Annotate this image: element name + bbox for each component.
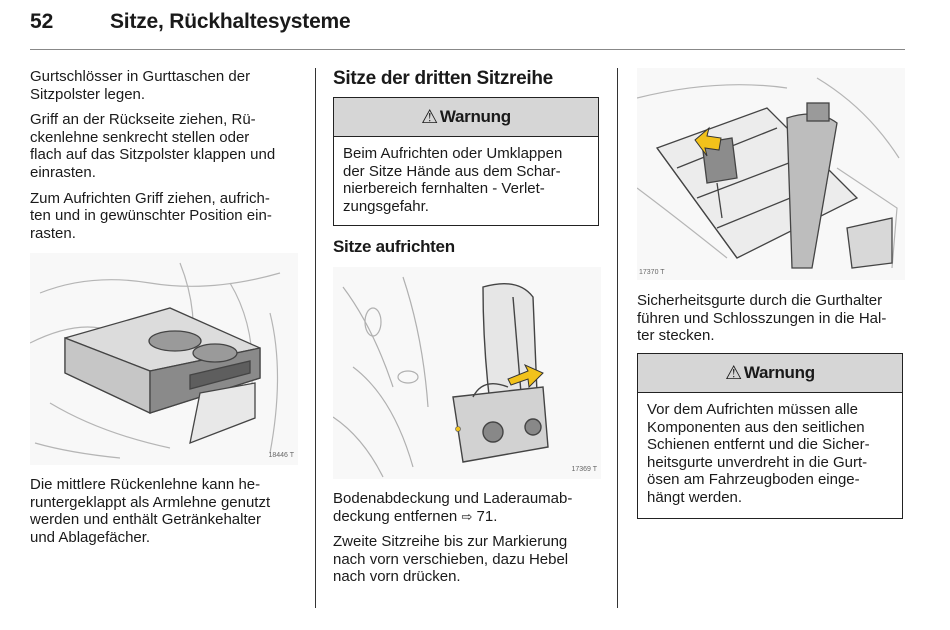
header-rule — [30, 49, 905, 50]
seat-lever-illustration: 17369 T — [333, 267, 601, 479]
warning-text: Beim Aufrichten oder Umklappen der Sitze… — [343, 145, 563, 215]
column-divider-2 — [617, 68, 618, 608]
figure-code: 18446 T — [268, 452, 294, 459]
seat-lever-drawing — [333, 276, 549, 478]
paragraph: Griff an der Rückseite ziehen, Rü- ckenl… — [30, 111, 276, 181]
yellow-arrow-icon — [507, 363, 544, 389]
paragraph: Zum Aufrichten Griff ziehen, aufrich- te… — [30, 189, 272, 242]
column-3-text: Sicherheitsgurte durch die Gurthalter fü… — [637, 292, 912, 353]
page-title: Sitze, Rückhaltesysteme — [110, 10, 351, 33]
paragraph: Bodenabdeckung und Laderaumab- deckung e… — [333, 490, 573, 525]
paragraph: Die mittlere Rückenlehne kann he- runter… — [30, 476, 271, 546]
cross-reference-arrow-icon: ⇨ — [461, 508, 473, 524]
page-reference[interactable]: 71. — [472, 507, 498, 525]
paragraph: Sicherheitsgurte durch die Gurthalter fü… — [637, 292, 887, 345]
warning-text: Vor dem Aufrichten müssen alle Komponent… — [647, 401, 870, 506]
yellow-arrow-icon — [694, 126, 722, 157]
warning-triangle-icon: ⚠ — [421, 106, 438, 128]
armrest-illustration: 18446 T — [30, 253, 298, 465]
column-1-top: Gurtschlösser in Gurttaschen der Sitzpol… — [30, 68, 305, 250]
figure-code: 17369 T — [571, 466, 597, 473]
section-heading: Sitze der dritten Sitzreihe — [333, 68, 553, 89]
warning-triangle-icon: ⚠ — [725, 362, 742, 384]
column-2-bottom: Bodenabdeckung und Laderaumab- deckung e… — [333, 490, 608, 594]
armrest-drawing — [30, 262, 281, 459]
figure-code: 17370 T — [639, 269, 665, 276]
page-header: 52 Sitze, Rückhaltesysteme — [30, 8, 905, 44]
warning-header: ⚠ Warnung — [638, 354, 902, 393]
warning-title: Warnung — [743, 363, 815, 382]
column-1-bottom: Die mittlere Rückenlehne kann he- runter… — [30, 476, 305, 554]
seatbelt-illustration: 17370 T — [637, 68, 905, 280]
warning-box: ⚠ Warnung Beim Aufrichten oder Umklappen… — [333, 97, 599, 226]
column-divider-1 — [315, 68, 316, 608]
seatbelt-drawing — [637, 77, 900, 269]
warning-title: Warnung — [439, 107, 511, 126]
paragraph: Zweite Sitzreihe bis zur Markierung nach… — [333, 533, 569, 586]
subsection-heading: Sitze aufrichten — [333, 237, 455, 256]
warning-box: ⚠ Warnung Vor dem Aufrichten müssen alle… — [637, 353, 903, 519]
paragraph: Gurtschlösser in Gurttaschen der Sitzpol… — [30, 68, 251, 103]
warning-header: ⚠ Warnung — [334, 98, 598, 137]
page-number: 52 — [30, 10, 54, 33]
